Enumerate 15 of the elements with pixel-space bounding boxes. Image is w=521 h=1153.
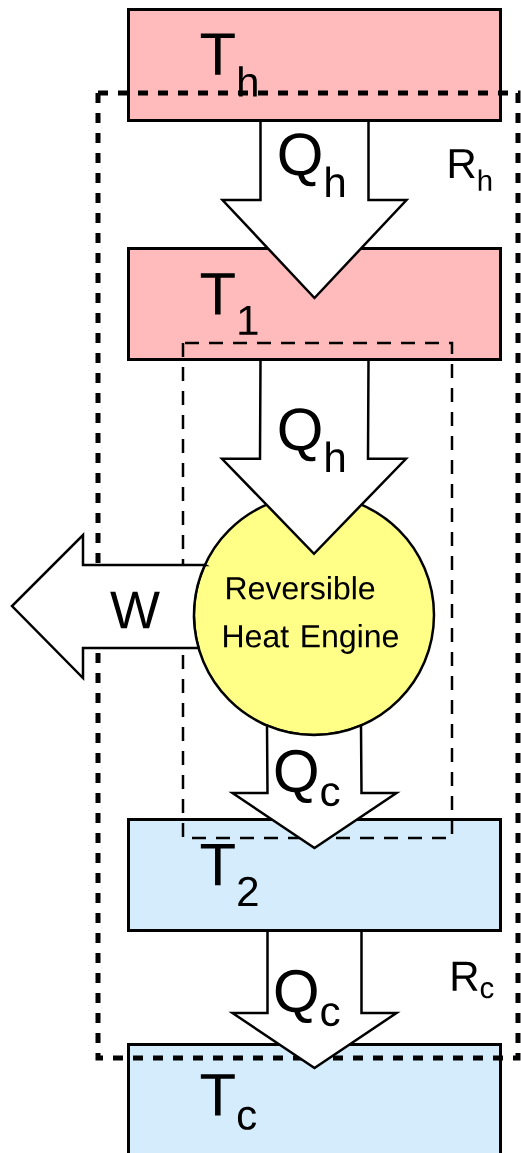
edge-label: Q$_{c}$ [275, 969, 340, 1027]
edge-label: Q$_{h}$ [279, 133, 345, 197]
edge-label: Q$_{c}$ [275, 749, 340, 807]
reservoir-box: T$_{c}$ [127, 1043, 502, 1153]
region-label: R$_{h}$ [449, 149, 492, 191]
heat-flow-arrow [228, 930, 401, 1070]
work-arrow [10, 533, 207, 680]
region-label: R$_{c}$ [452, 961, 494, 999]
reservoir-box: T$_{2}$ [127, 818, 502, 932]
heat-flow-arrow [219, 359, 409, 556]
heat-flow-arrow [219, 120, 410, 300]
heat-flow-arrow [231, 724, 398, 850]
edge-label: Q$_{h}$ [279, 408, 345, 472]
edge-label: W [110, 591, 160, 629]
reservoir-box: T$_{1}$ [127, 247, 502, 361]
